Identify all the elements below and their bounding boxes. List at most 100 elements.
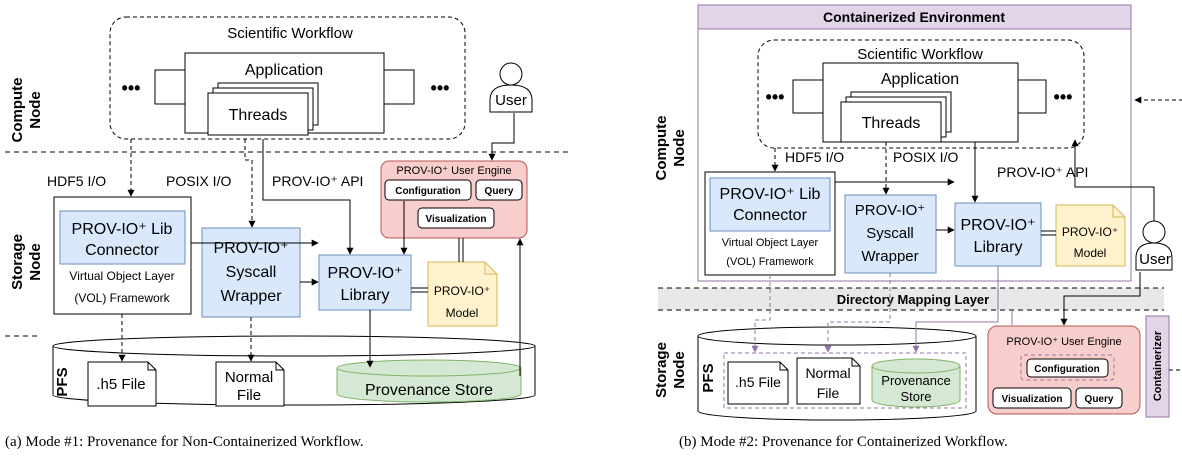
visualization-label-b: Visualization [1002,394,1063,405]
application-label-b: Application [881,71,959,88]
caption-a: (a) Mode #1: Provenance for Non-Containe… [5,434,364,450]
compute-node-label-2: Node [27,91,44,129]
compute-node-label-1-b: Compute [653,116,670,181]
arrow-vol-to-h5-b [751,275,771,353]
visualization-label: Visualization [426,214,487,225]
user-engine-title-b: PROV-IO⁺ User Engine [1006,336,1121,348]
ellipsis-left-b: ••• [766,87,785,107]
prov-api-label: PROV-IO⁺ API [272,173,363,189]
application-label: Application [245,62,323,79]
syscall-label-3-b: Wrapper [861,248,918,265]
library-box-b [954,202,1042,267]
normal-file-label-2-b: File [817,385,840,401]
h5-file-fold [147,362,156,371]
application-right-port [383,69,415,105]
hdf5-io-label-b: HDF5 I/O [785,149,844,165]
model-label-2-b: Model [1074,246,1107,260]
syscall-label-2: Syscall [226,264,277,281]
application-right-port-b [1017,79,1047,114]
pfs-cylinder-top [52,335,536,357]
normal-file-label-2: File [237,387,261,404]
mapped-directory-box [723,352,967,409]
scientific-workflow-label: Scientific Workflow [227,25,353,42]
visualization-box [417,207,495,229]
lib-connector-label-2-b: Connector [733,207,807,224]
user-engine-title: PROV-IO⁺ User Engine [396,165,511,177]
model-note-fold-b [1112,205,1125,218]
ellipsis-right: ••• [431,78,450,98]
application-left-port-b [792,79,824,114]
user-icon [489,62,533,113]
containerized-env-title: Containerized Environment [823,9,1005,25]
posix-io-label-b: POSIX I/O [893,149,958,165]
containerizer-box [1145,315,1170,418]
user-label: User [495,92,527,109]
configuration-box [384,179,472,201]
arrows-panel-b [751,96,1182,371]
storage-node-label-2: Node [27,243,44,281]
lib-connector-label-1-b: PROV-IO⁺ Lib [720,186,821,203]
model-label-2: Model [446,306,479,320]
h5-file-label: .h5 File [96,376,145,393]
library-label-2: Library [341,287,390,304]
compute-node-label-2-b: Node [671,129,688,167]
storage-node-label-2-b: Node [671,351,688,389]
lib-connector-label-2: Connector [85,242,159,259]
query-box-b [1075,387,1123,409]
provenance-store-icon [336,359,522,403]
h5-file-icon [87,361,157,407]
library-box [318,254,412,311]
h5-file-label-b: .h5 File [735,374,781,390]
thread-box-front [207,92,309,136]
library-label-1: PROV-IO⁺ [327,265,402,282]
library-label-2-b: Library [974,239,1023,256]
syscall-label-1: PROV-IO⁺ [213,240,288,257]
containerized-env-header [697,4,1132,30]
arrow-syscall-to-normal-b [824,273,891,353]
provenance-store-label: Provenance Store [365,382,493,399]
mapping-layer-band [658,288,1164,310]
panel-a: Compute Node Storage Node Scientific Wor… [5,16,570,450]
model-label-1: PROV-IO⁺ [434,284,490,298]
syscall-label-1-b: PROV-IO⁺ [855,202,925,219]
ellipsis-left: ••• [122,78,141,98]
scientific-workflow-label-b: Scientific Workflow [857,46,983,63]
normal-file-fold-b [851,358,860,367]
panel-b: Compute Node Storage Node Containerized … [653,4,1182,450]
storage-node-label-1: Storage [9,234,26,290]
threads-label: Threads [229,107,288,124]
pfs-cylinder-top-b [697,326,977,346]
vol-framework-label-1: Virtual Object Layer [69,269,174,283]
library-label-1-b: PROV-IO⁺ [960,217,1035,234]
scientific-workflow-box [109,16,466,140]
provenance-store-label-1-b: Provenance [881,373,950,388]
application-left-port [154,69,186,105]
provenance-store-icon-b [871,358,961,408]
visualization-box-b [992,387,1072,409]
h5-file-fold-b [779,362,788,371]
pfs-label: PFS [54,367,71,396]
compute-node-label-1: Compute [9,78,26,143]
vol-framework-label-2-b: (VOL) Framework [726,256,814,268]
prov-api-label-b: PROV-IO⁺ API [997,164,1088,180]
caption-b: (b) Mode #2: Provenance for Containerize… [679,434,1008,450]
configuration-label: Configuration [395,186,461,197]
containerizer-label: Containerizer [1152,330,1164,401]
model-note [427,261,498,327]
scientific-workflow-box-b [757,39,1085,149]
pfs-label-b: PFS [700,363,717,392]
arrow-library-to-store-b [912,266,999,353]
storage-node-label-1-b: Storage [653,342,670,398]
model-note-b [1055,204,1126,267]
vol-framework-label-2: (VOL) Framework [74,291,170,305]
mapping-layer-label: Directory Mapping Layer [837,292,989,307]
hdf5-io-label: HDF5 I/O [47,173,106,189]
lib-connector-box-b [709,177,831,232]
normal-file-label-1-b: Normal [805,365,850,381]
threads-label-b: Threads [862,115,921,132]
configuration-mapped-box [1020,354,1115,381]
configuration-label-b: Configuration [1034,364,1100,375]
syscall-label-2-b: Syscall [866,225,914,242]
syscall-label-3: Wrapper [220,288,282,305]
